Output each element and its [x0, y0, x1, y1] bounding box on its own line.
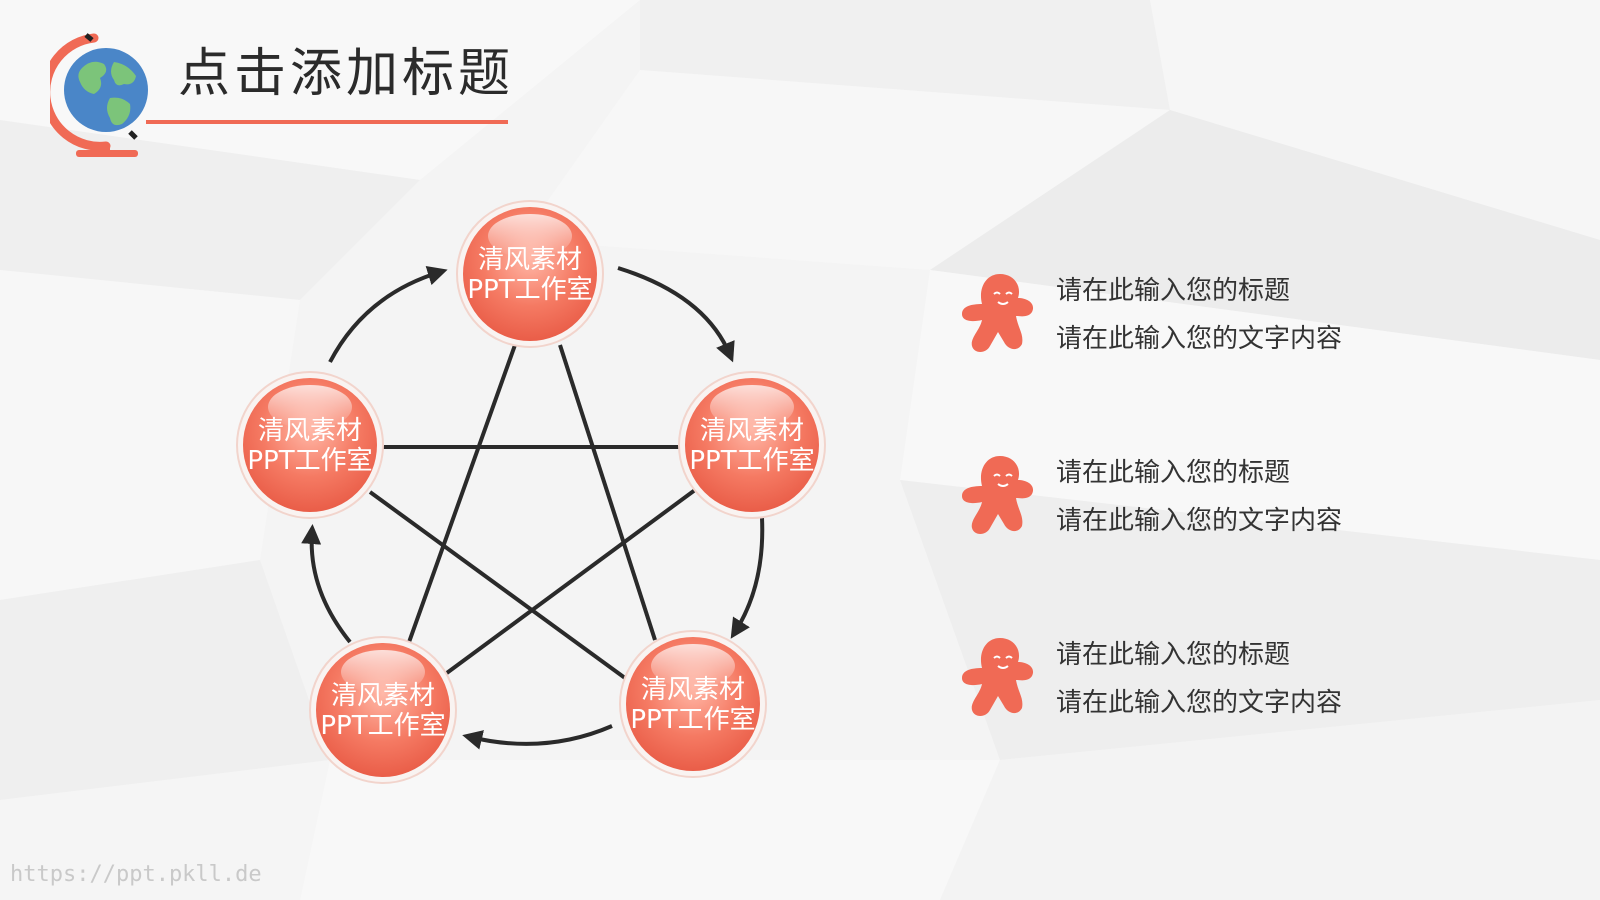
node-label-line2: PPT工作室 — [689, 446, 814, 476]
cycle-arrow — [730, 517, 765, 639]
cycle-arrow — [462, 724, 613, 750]
node-label-line1: 清风素材 — [258, 416, 362, 446]
node-label-line2: PPT工作室 — [467, 275, 592, 305]
node-bottom-left[interactable]: 清风素材 PPT工作室 — [309, 636, 457, 784]
globe-icon — [50, 33, 508, 157]
legend-item[interactable]: 请在此输入您的标题 请在此输入您的文字内容 — [958, 452, 1378, 552]
star-line — [368, 490, 627, 680]
node-label-line1: 清风素材 — [700, 416, 804, 446]
star-line — [406, 344, 517, 646]
legend-item[interactable]: 请在此输入您的标题 请在此输入您的文字内容 — [958, 634, 1378, 734]
node-left[interactable]: 清风素材 PPT工作室 — [236, 371, 384, 519]
node-label-line1: 清风素材 — [331, 681, 435, 711]
legend-body: 请在此输入您的文字内容 — [1056, 506, 1343, 536]
node-label-line2: PPT工作室 — [320, 711, 445, 741]
gingerbread-icon — [962, 456, 1034, 534]
node-label-line1: 清风素材 — [478, 245, 582, 275]
legend-title: 请在此输入您的标题 — [1056, 458, 1291, 488]
gingerbread-icon — [962, 638, 1034, 716]
legend-title: 请在此输入您的标题 — [1056, 640, 1291, 670]
cycle-arrow — [617, 266, 735, 363]
gingerbread-icon — [962, 274, 1034, 352]
legend-body: 请在此输入您的文字内容 — [1056, 324, 1343, 354]
node-top[interactable]: 清风素材 PPT工作室 — [456, 200, 604, 348]
page-title[interactable]: 点击添加标题 — [178, 44, 515, 104]
node-label-line2: PPT工作室 — [630, 705, 755, 735]
cycle-arrow — [328, 265, 448, 363]
star-line — [558, 344, 657, 641]
node-bottom-right[interactable]: 清风素材 PPT工作室 — [619, 630, 767, 778]
node-right[interactable]: 清风素材 PPT工作室 — [678, 371, 826, 519]
legend-item[interactable]: 请在此输入您的标题 请在此输入您的文字内容 — [958, 270, 1378, 370]
legend-title: 请在此输入您的标题 — [1056, 276, 1291, 306]
legend-body: 请在此输入您的文字内容 — [1056, 688, 1343, 718]
cycle-arrow — [301, 524, 352, 644]
node-label-line1: 清风素材 — [641, 675, 745, 705]
watermark: https://ppt.pkll.de — [10, 862, 262, 887]
star-line — [438, 488, 697, 680]
node-label-line2: PPT工作室 — [247, 446, 372, 476]
